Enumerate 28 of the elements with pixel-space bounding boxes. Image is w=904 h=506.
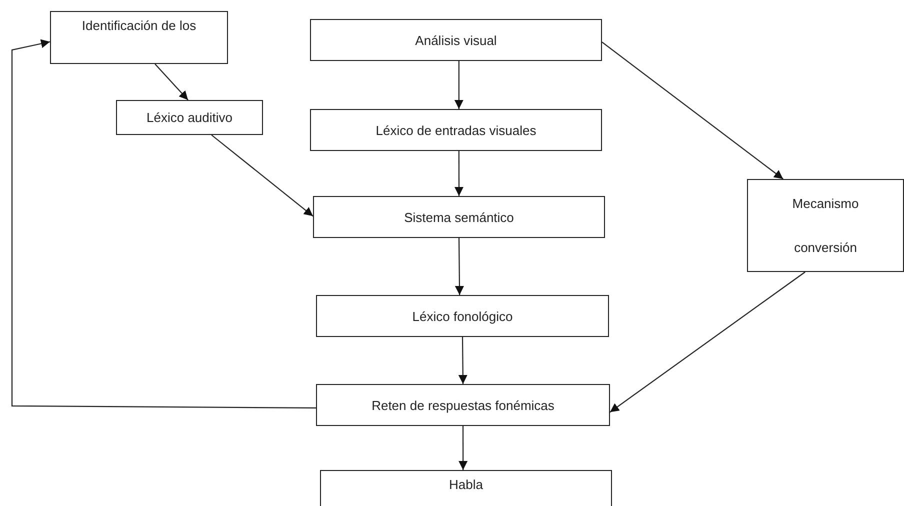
box-label: Análisis visual: [414, 32, 498, 48]
process-box: [747, 179, 904, 272]
arrow: [458, 337, 468, 384]
box-label: Habla: [448, 477, 484, 492]
process-box: [320, 470, 612, 506]
arrow: [602, 42, 784, 180]
arrow: [154, 64, 188, 100]
box-label: Sistema semántico: [403, 210, 515, 224]
arrow: [454, 151, 464, 196]
box-label: Reten de respuestas fonémicas: [370, 398, 556, 412]
box-label: Léxico fonológico: [411, 308, 514, 324]
arrow: [458, 426, 468, 470]
arrow: [454, 61, 464, 109]
process-box: [116, 100, 263, 135]
box-label: Léxico de entradas visuales: [374, 122, 538, 138]
box-label: Mecanismo conversión: [791, 194, 860, 256]
arrow: [211, 134, 314, 217]
process-box: [316, 384, 610, 426]
box-label: Identificación de los: [80, 18, 198, 33]
arrow: [11, 39, 316, 408]
process-box: [310, 19, 602, 61]
process-box: [316, 295, 609, 337]
process-box: [310, 109, 602, 151]
arrow: [610, 272, 806, 413]
box-label: Léxico auditivo: [146, 110, 234, 125]
process-box: [50, 11, 228, 64]
process-box: [313, 196, 605, 238]
arrow: [454, 238, 464, 295]
